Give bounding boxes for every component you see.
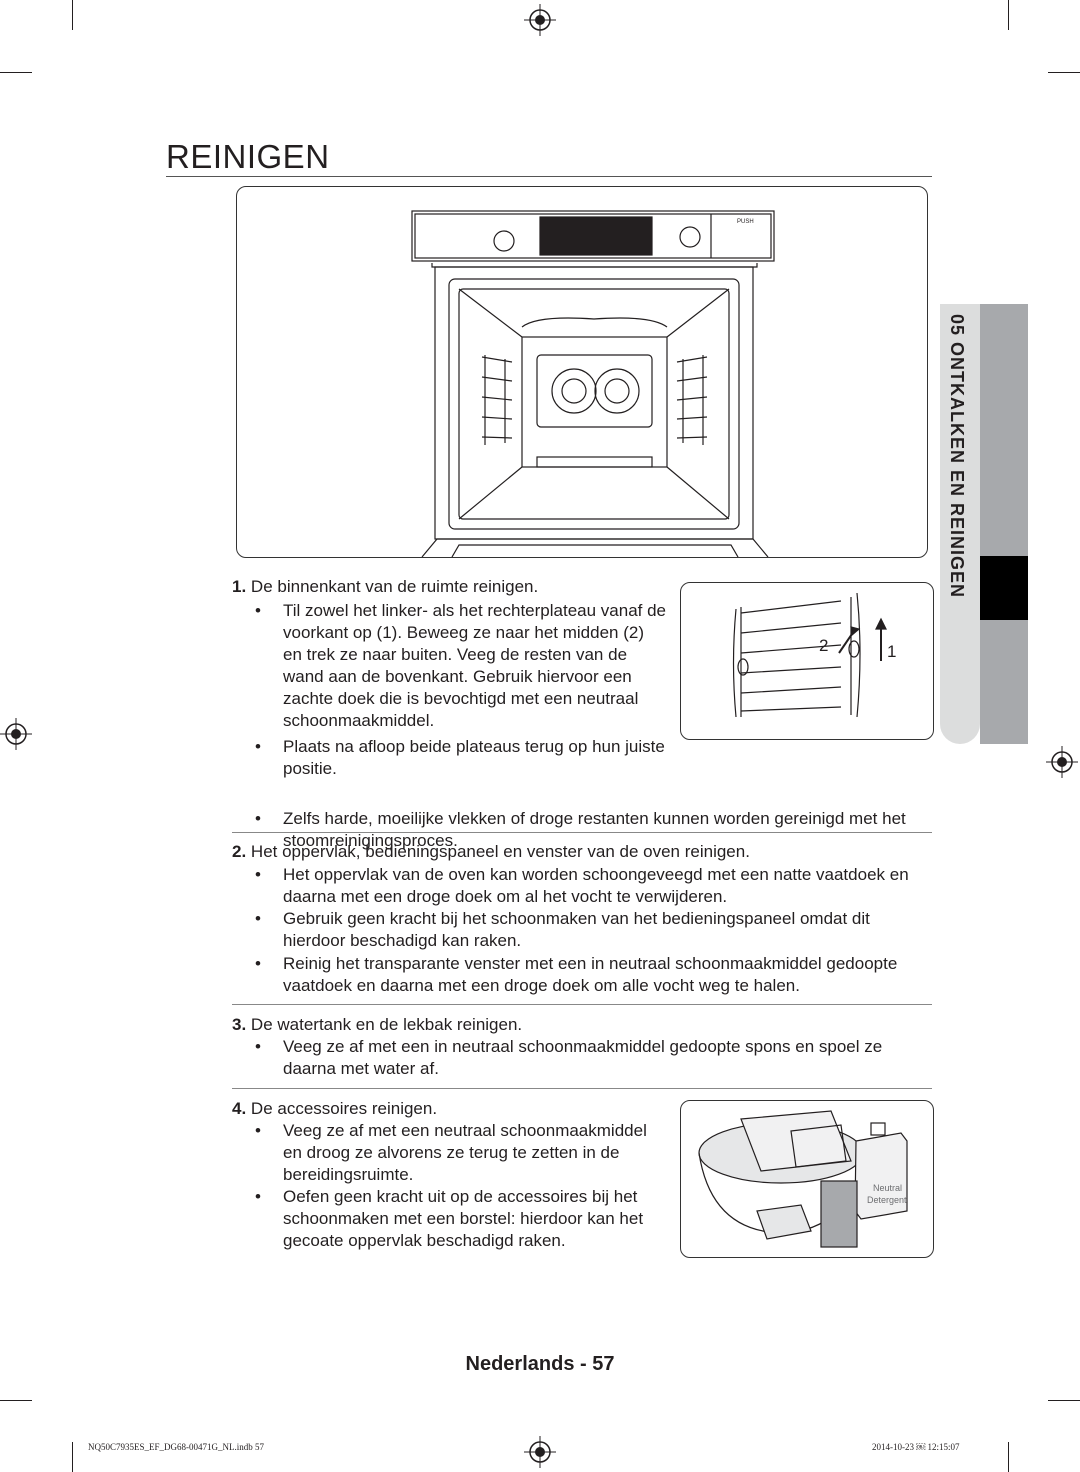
shelf-rack-icon: 2 1 [732,592,896,718]
print-imprint-left: NQ50C7935ES_EF_DG68-00471G_NL.indb 57 [88,1442,265,1452]
list-item: •Plaats na afloop beide plateaus terug o… [255,737,665,778]
registration-mark-icon [524,1436,556,1468]
list-item: •Reinig het transparante venster met een… [255,954,898,995]
cleaning-bowl-icon: Neutral Detergent [698,1110,908,1248]
chapter-tab: 05 ONTKALKEN EN REINIGEN [940,304,980,744]
bullet-text: Zelfs harde, moeilijke vlekken of droge … [283,809,906,850]
rack-label-1: 1 [887,642,896,661]
bullet-text: Veeg ze af met een neutraal schoonmaakmi… [283,1121,647,1184]
list-item: •Veeg ze af met een in neutraal schoonma… [255,1037,883,1078]
crop-mark [72,0,73,30]
section-number: 3. [232,1015,247,1034]
page-footer: Nederlands - 57 [465,1353,615,1375]
chapter-tab-marker [980,556,1028,620]
bullet-text: Til zowel het linker- als het rechterpla… [283,601,667,730]
oven-illustration: PUSH [236,186,928,558]
title-divider [166,176,932,177]
section-4-heading: 4. De accessoires reinigen. [232,1098,672,1120]
section-number: 2. [232,842,247,861]
section-title: De watertank en de lekbak reinigen. [250,1015,523,1034]
oven-open-door-icon: PUSH [411,210,775,557]
crop-mark [0,1400,32,1401]
bullet-text: Gebruik geen kracht bij het schoonmaken … [283,909,870,950]
push-label: PUSH [737,219,754,225]
list-item: •Zelfs harde, moeilijke vlekken of droge… [255,809,906,850]
crop-mark [0,72,32,73]
crop-mark [1048,1400,1080,1401]
crop-mark [1048,72,1080,73]
chapter-tab-bar [980,304,1028,744]
rack-illustration: 2 1 [680,582,934,740]
list-item: •Gebruik geen kracht bij het schoonmaken… [255,909,870,950]
registration-mark-icon [524,4,556,36]
section-2-heading: 2. Het oppervlak, bedieningspaneel en ve… [232,841,932,863]
detergent-label-2: Detergent [867,1195,907,1205]
section-divider [232,1088,932,1089]
section-title: Het oppervlak, bedieningspaneel en venst… [250,842,750,861]
section-1-heading: 1. De binnenkant van de ruimte reinigen. [232,576,672,598]
bullet-text: Veeg ze af met een in neutraal schoonmaa… [283,1037,883,1078]
section-number: 4. [232,1099,247,1118]
registration-mark-icon [0,718,32,750]
rack-label-2: 2 [819,636,828,655]
list-item: •Oefen geen kracht uit op de accessoires… [255,1187,644,1250]
accessories-illustration: Neutral Detergent [680,1100,934,1258]
detergent-label-1: Neutral [873,1183,902,1193]
page-title: REINIGEN [166,138,330,175]
list-item: •Til zowel het linker- als het rechterpl… [255,601,667,730]
bullet-text: Het oppervlak van de oven kan worden sch… [283,865,909,906]
section-divider [232,1004,932,1005]
section-3-heading: 3. De watertank en de lekbak reinigen. [232,1014,932,1036]
list-item: •Het oppervlak van de oven kan worden sc… [255,865,909,906]
section-divider [232,832,932,833]
section-title: De binnenkant van de ruimte reinigen. [250,577,539,596]
section-title: De accessoires reinigen. [250,1099,438,1118]
crop-mark [72,1442,73,1472]
registration-mark-icon [1046,746,1078,778]
bullet-text: Reinig het transparante venster met een … [283,954,898,995]
crop-mark [1008,1442,1009,1472]
print-imprint-right: 2014-10-23 ￼ 12:15:07 [872,1442,960,1452]
list-item: •Veeg ze af met een neutraal schoonmaakm… [255,1121,647,1184]
chapter-tab-label: 05 ONTKALKEN EN REINIGEN [947,314,967,599]
section-number: 1. [232,577,247,596]
crop-mark [1008,0,1009,30]
bullet-text: Oefen geen kracht uit op de accessoires … [283,1187,644,1250]
bullet-text: Plaats na afloop beide plateaus terug op… [283,737,665,778]
